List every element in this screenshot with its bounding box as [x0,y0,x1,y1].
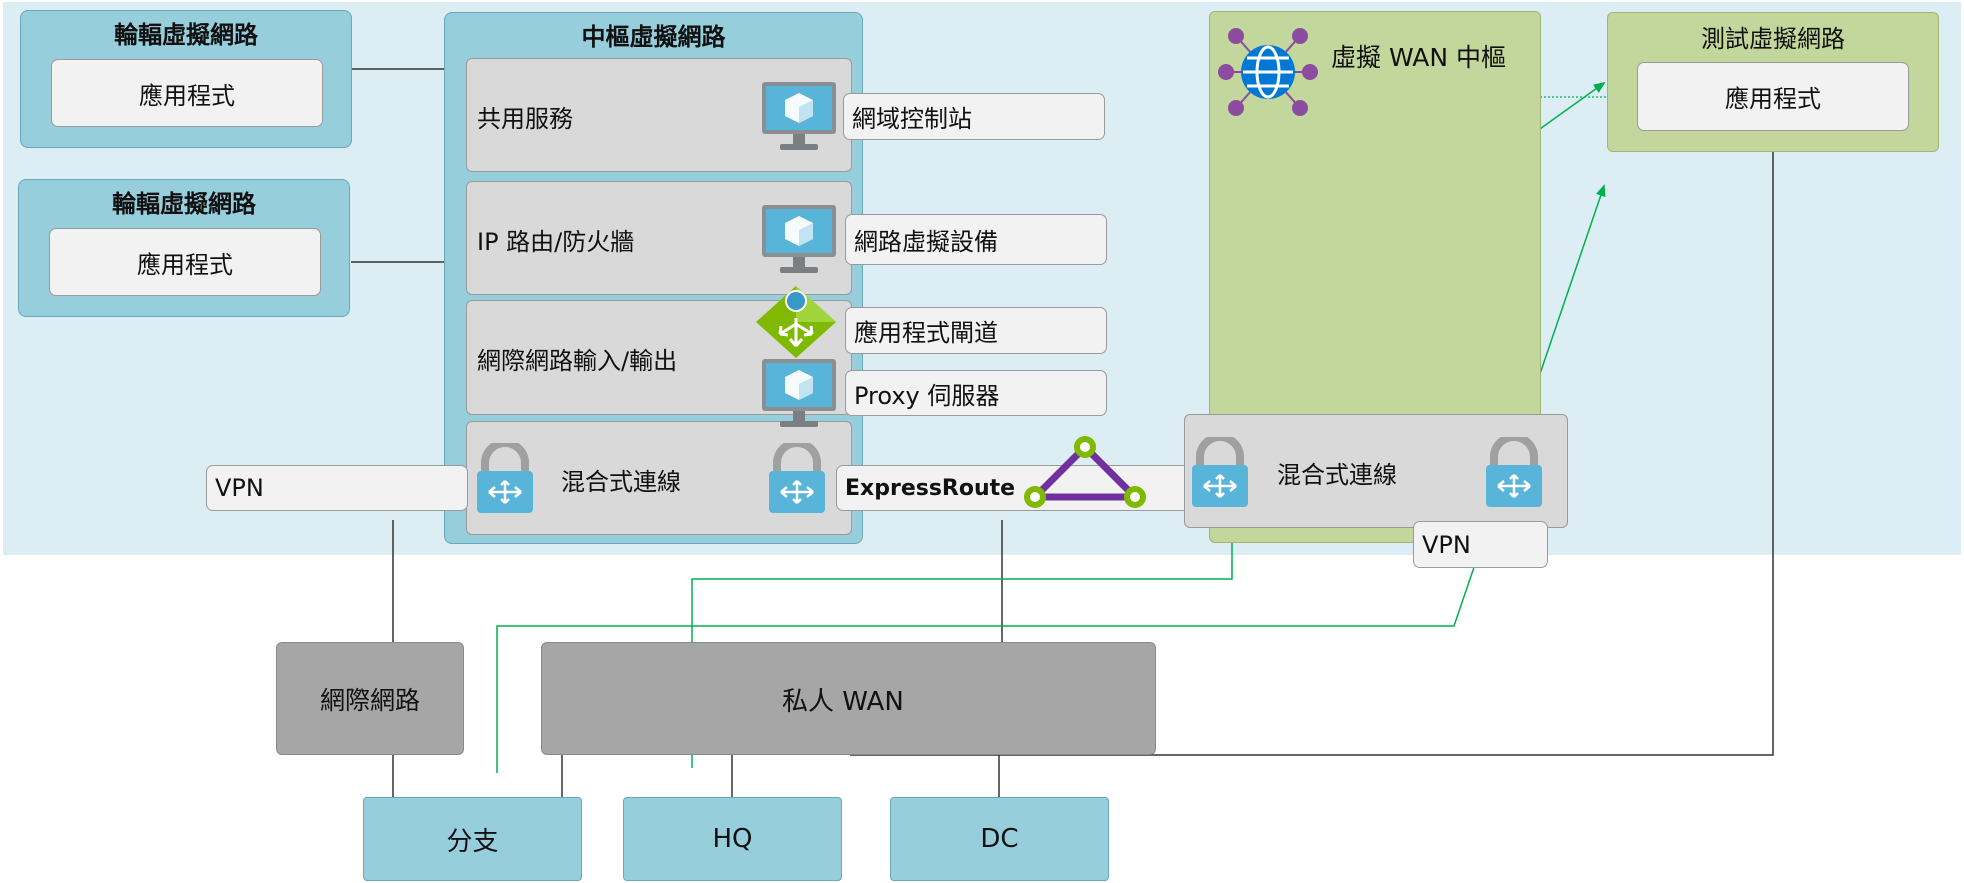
vwan-expressroute-gateway-icon [1188,433,1252,509]
hub-hybrid-label: 混合式連線 [561,468,681,496]
application-gateway-icon [754,284,838,360]
test-vnet-title: 測試虛擬網路 [1701,25,1845,53]
hub-expressroute-gateway-icon [765,439,829,515]
vpn-left-label: VPN [206,465,468,511]
virtual-wan-hub-title: 虛擬 WAN 中樞 [1331,43,1507,72]
private-wan-box: 私人 WAN [541,642,1156,755]
spoke-vnet-1-app: 應用程式 [51,59,323,127]
vwan-hybrid-label: 混合式連線 [1277,461,1397,489]
app-gateway-callout: 應用程式閘道 [845,307,1107,354]
hub-section-hybrid: 混合式連線 [466,421,852,535]
spoke-vnet-2-title: 輪輻虛擬網路 [112,190,256,218]
vwan-vpn-label: VPN [1413,521,1548,568]
expressroute-circuit-icon [1018,432,1152,514]
hub-vpn-gateway-icon [473,439,537,515]
nva-vm-icon [760,203,838,277]
expressroute-text: ExpressRoute [845,475,1016,501]
spoke-vnet-2-app: 應用程式 [49,228,321,296]
proxy-callout: Proxy 伺服器 [845,370,1107,416]
test-vnet-app: 應用程式 [1637,62,1909,131]
internet-box: 網際網路 [276,642,464,755]
proxy-vm-icon [760,357,838,431]
private-wan-label: 私人 WAN [782,687,904,717]
spoke-vnet-2: 輪輻虛擬網路 應用程式 [18,179,350,317]
test-vnet: 測試虛擬網路 應用程式 [1607,12,1939,152]
hub-vnet-title: 中樞虛擬網路 [581,23,726,51]
branch-site: 分支 [363,797,582,881]
spoke-vnet-1-title: 輪輻虛擬網路 [114,21,258,49]
vwan-vpn-gateway-icon [1482,433,1546,509]
routing-label: IP 路由/防火牆 [477,228,635,256]
domain-controller-vm-icon [760,80,838,154]
hq-site: HQ [623,797,842,881]
dc-site: DC [890,797,1109,881]
shared-services-label: 共用服務 [477,105,573,133]
nva-callout: 網路虛擬設備 [845,214,1107,265]
virtual-wan-globe-icon [1216,22,1320,122]
domain-controller-callout: 網域控制站 [843,93,1105,140]
spoke-vnet-1: 輪輻虛擬網路 應用程式 [20,10,352,148]
wan-test-vnet-line [850,130,1774,756]
internet-io-label: 網際網路輸入/輸出 [477,347,678,375]
